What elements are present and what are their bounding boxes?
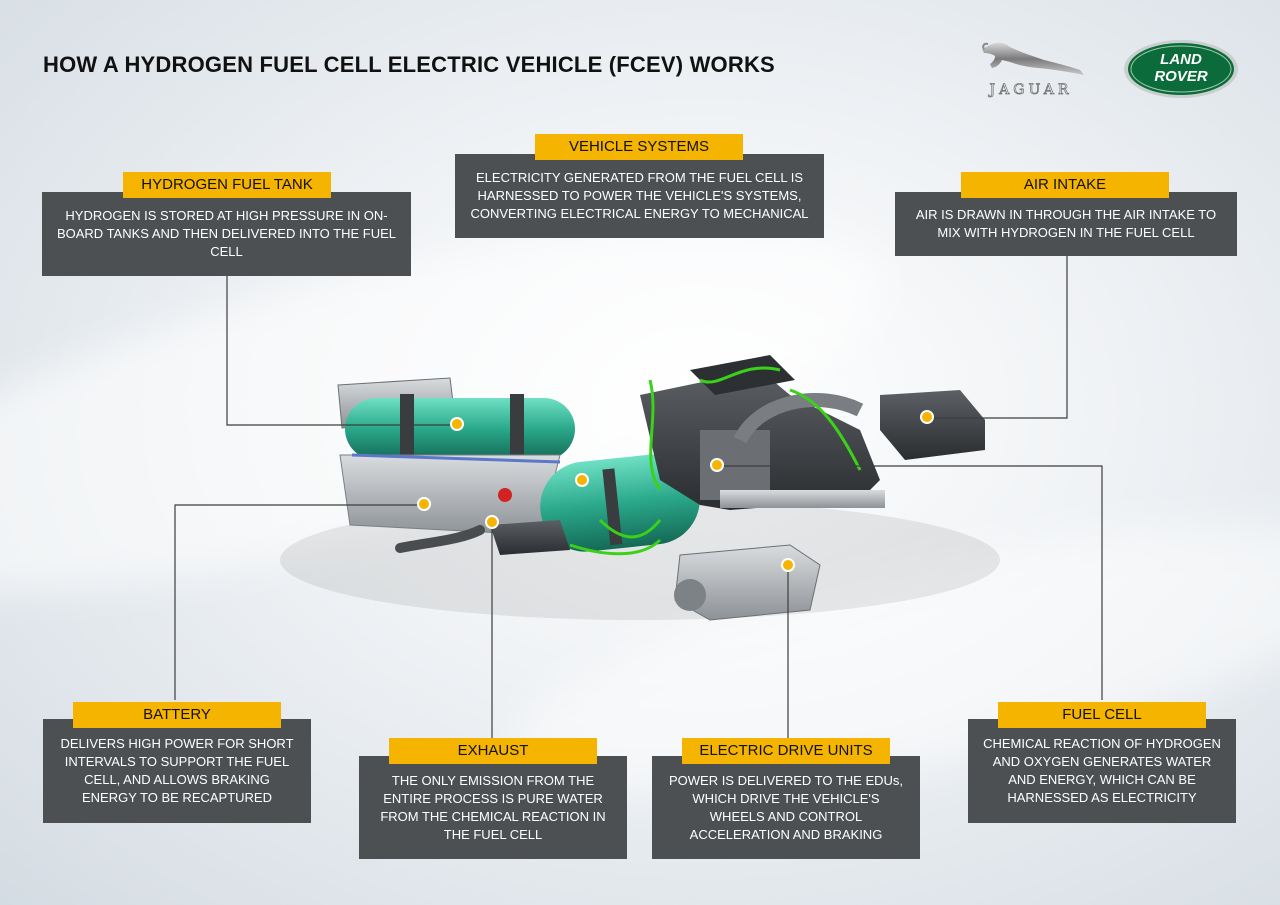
leaping-jaguar-icon bbox=[982, 42, 1084, 75]
exhaust-muffler bbox=[490, 520, 570, 555]
text-air-intake: AIR IS DRAWN IN THROUGH THE AIR INTAKE T… bbox=[895, 192, 1237, 256]
hotspot-hydrogen-fuel-tank[interactable] bbox=[450, 417, 464, 431]
hotspot-electric-drive-units[interactable] bbox=[781, 558, 795, 572]
label-vehicle-systems: VEHICLE SYSTEMS bbox=[535, 134, 743, 160]
label-hydrogen-fuel-tank: HYDROGEN FUEL TANK bbox=[123, 172, 331, 198]
hotspot-fuel-cell[interactable] bbox=[710, 458, 724, 472]
land-rover-wordmark-line2: ROVER bbox=[1154, 68, 1208, 85]
electric-drive-unit bbox=[674, 544, 821, 621]
text-fuel-cell: CHEMICAL REACTION OF HYDROGEN AND OXYGEN… bbox=[968, 719, 1236, 823]
label-battery: BATTERY bbox=[73, 702, 281, 728]
red-valve bbox=[498, 488, 512, 502]
page-title: HOW A HYDROGEN FUEL CELL ELECTRIC VEHICL… bbox=[43, 52, 775, 77]
hotspot-battery[interactable] bbox=[417, 497, 431, 511]
label-air-intake: AIR INTAKE bbox=[961, 172, 1169, 198]
connector-lines bbox=[174, 256, 1103, 738]
text-exhaust: THE ONLY EMISSION FROM THE ENTIRE PROCES… bbox=[359, 756, 627, 859]
jaguar-wordmark: JAGUAR bbox=[989, 82, 1073, 99]
coolant-hoses bbox=[569, 366, 862, 556]
jaguar-logo: JAGUAR bbox=[970, 38, 1095, 100]
hotspot-exhaust[interactable] bbox=[485, 515, 499, 529]
battery-cooling-line bbox=[351, 453, 561, 464]
text-electric-drive-units: POWER IS DELIVERED TO THE EDUs, WHICH DR… bbox=[652, 756, 920, 859]
text-battery: DELIVERS HIGH POWER FOR SHORT INTERVALS … bbox=[43, 719, 311, 823]
text-hydrogen-fuel-tank: HYDROGEN IS STORED AT HIGH PRESSURE IN O… bbox=[42, 192, 411, 276]
land-rover-wordmark-line1: LAND bbox=[1160, 51, 1202, 68]
exhaust-pipe bbox=[395, 525, 485, 553]
hotspot-air-intake[interactable] bbox=[920, 410, 934, 424]
fuel-cell-stack bbox=[640, 355, 885, 510]
land-rover-logo: LAND ROVER bbox=[1122, 38, 1240, 100]
text-vehicle-systems: ELECTRICITY GENERATED FROM THE FUEL CELL… bbox=[455, 154, 824, 238]
air-intake-box bbox=[880, 390, 985, 460]
label-electric-drive-units: ELECTRIC DRIVE UNITS bbox=[682, 738, 890, 764]
hotspot-vehicle-systems[interactable] bbox=[575, 473, 589, 487]
label-fuel-cell: FUEL CELL bbox=[998, 702, 1206, 728]
land-rover-oval-icon bbox=[1124, 40, 1238, 98]
label-exhaust: EXHAUST bbox=[389, 738, 597, 764]
